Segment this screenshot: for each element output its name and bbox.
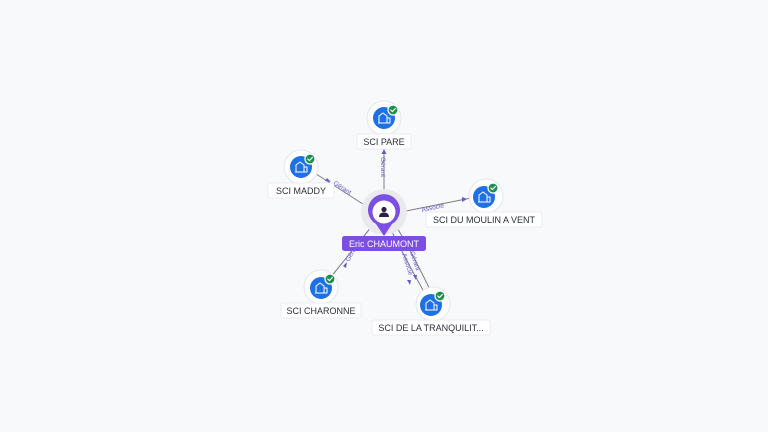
edge-label-maddy: Gérant xyxy=(332,180,353,197)
verified-check-icon xyxy=(324,273,336,285)
edge-moulin: Associé xyxy=(400,197,472,214)
building-icon xyxy=(478,191,491,203)
company-node-maddy[interactable]: SCI MADDY xyxy=(267,149,335,199)
verified-check-icon xyxy=(487,182,499,194)
verified-check-icon xyxy=(434,290,446,302)
verified-check-icon xyxy=(387,104,399,116)
arrow-icon xyxy=(407,280,411,285)
person-icon xyxy=(379,206,389,217)
company-label-charonne: SCI CHARONNE xyxy=(286,306,355,316)
company-node-charonne[interactable]: SCI CHARONNE xyxy=(280,269,362,319)
company-label-tranquilite: SCI DE LA TRANQUILIT... xyxy=(378,323,483,333)
arrow-icon xyxy=(462,197,467,202)
company-label-pare: SCI PARE xyxy=(363,137,404,147)
person-name-label: Eric CHAUMONT xyxy=(349,239,419,249)
company-node-moulin[interactable]: SCI DU MOULIN A VENT xyxy=(425,178,543,228)
building-icon xyxy=(295,161,308,173)
edge-label-pare: Gérant xyxy=(379,157,386,177)
arrow-icon xyxy=(413,275,417,280)
company-node-pare[interactable]: SCI PARE xyxy=(356,100,412,150)
building-icon xyxy=(378,112,391,124)
edge-label-moulin: Associé xyxy=(421,202,445,214)
arrow-icon xyxy=(325,178,331,182)
company-label-moulin: SCI DU MOULIN A VENT xyxy=(433,215,536,225)
arrow-icon xyxy=(343,262,347,268)
building-icon xyxy=(315,282,328,294)
building-icon xyxy=(425,299,438,311)
company-node-tranquilite[interactable]: SCI DE LA TRANQUILIT... xyxy=(371,286,491,336)
company-label-maddy: SCI MADDY xyxy=(276,186,326,196)
verified-check-icon xyxy=(304,153,316,165)
person-node-center[interactable]: Eric CHAUMONT xyxy=(342,189,426,251)
arrow-icon xyxy=(381,149,387,154)
